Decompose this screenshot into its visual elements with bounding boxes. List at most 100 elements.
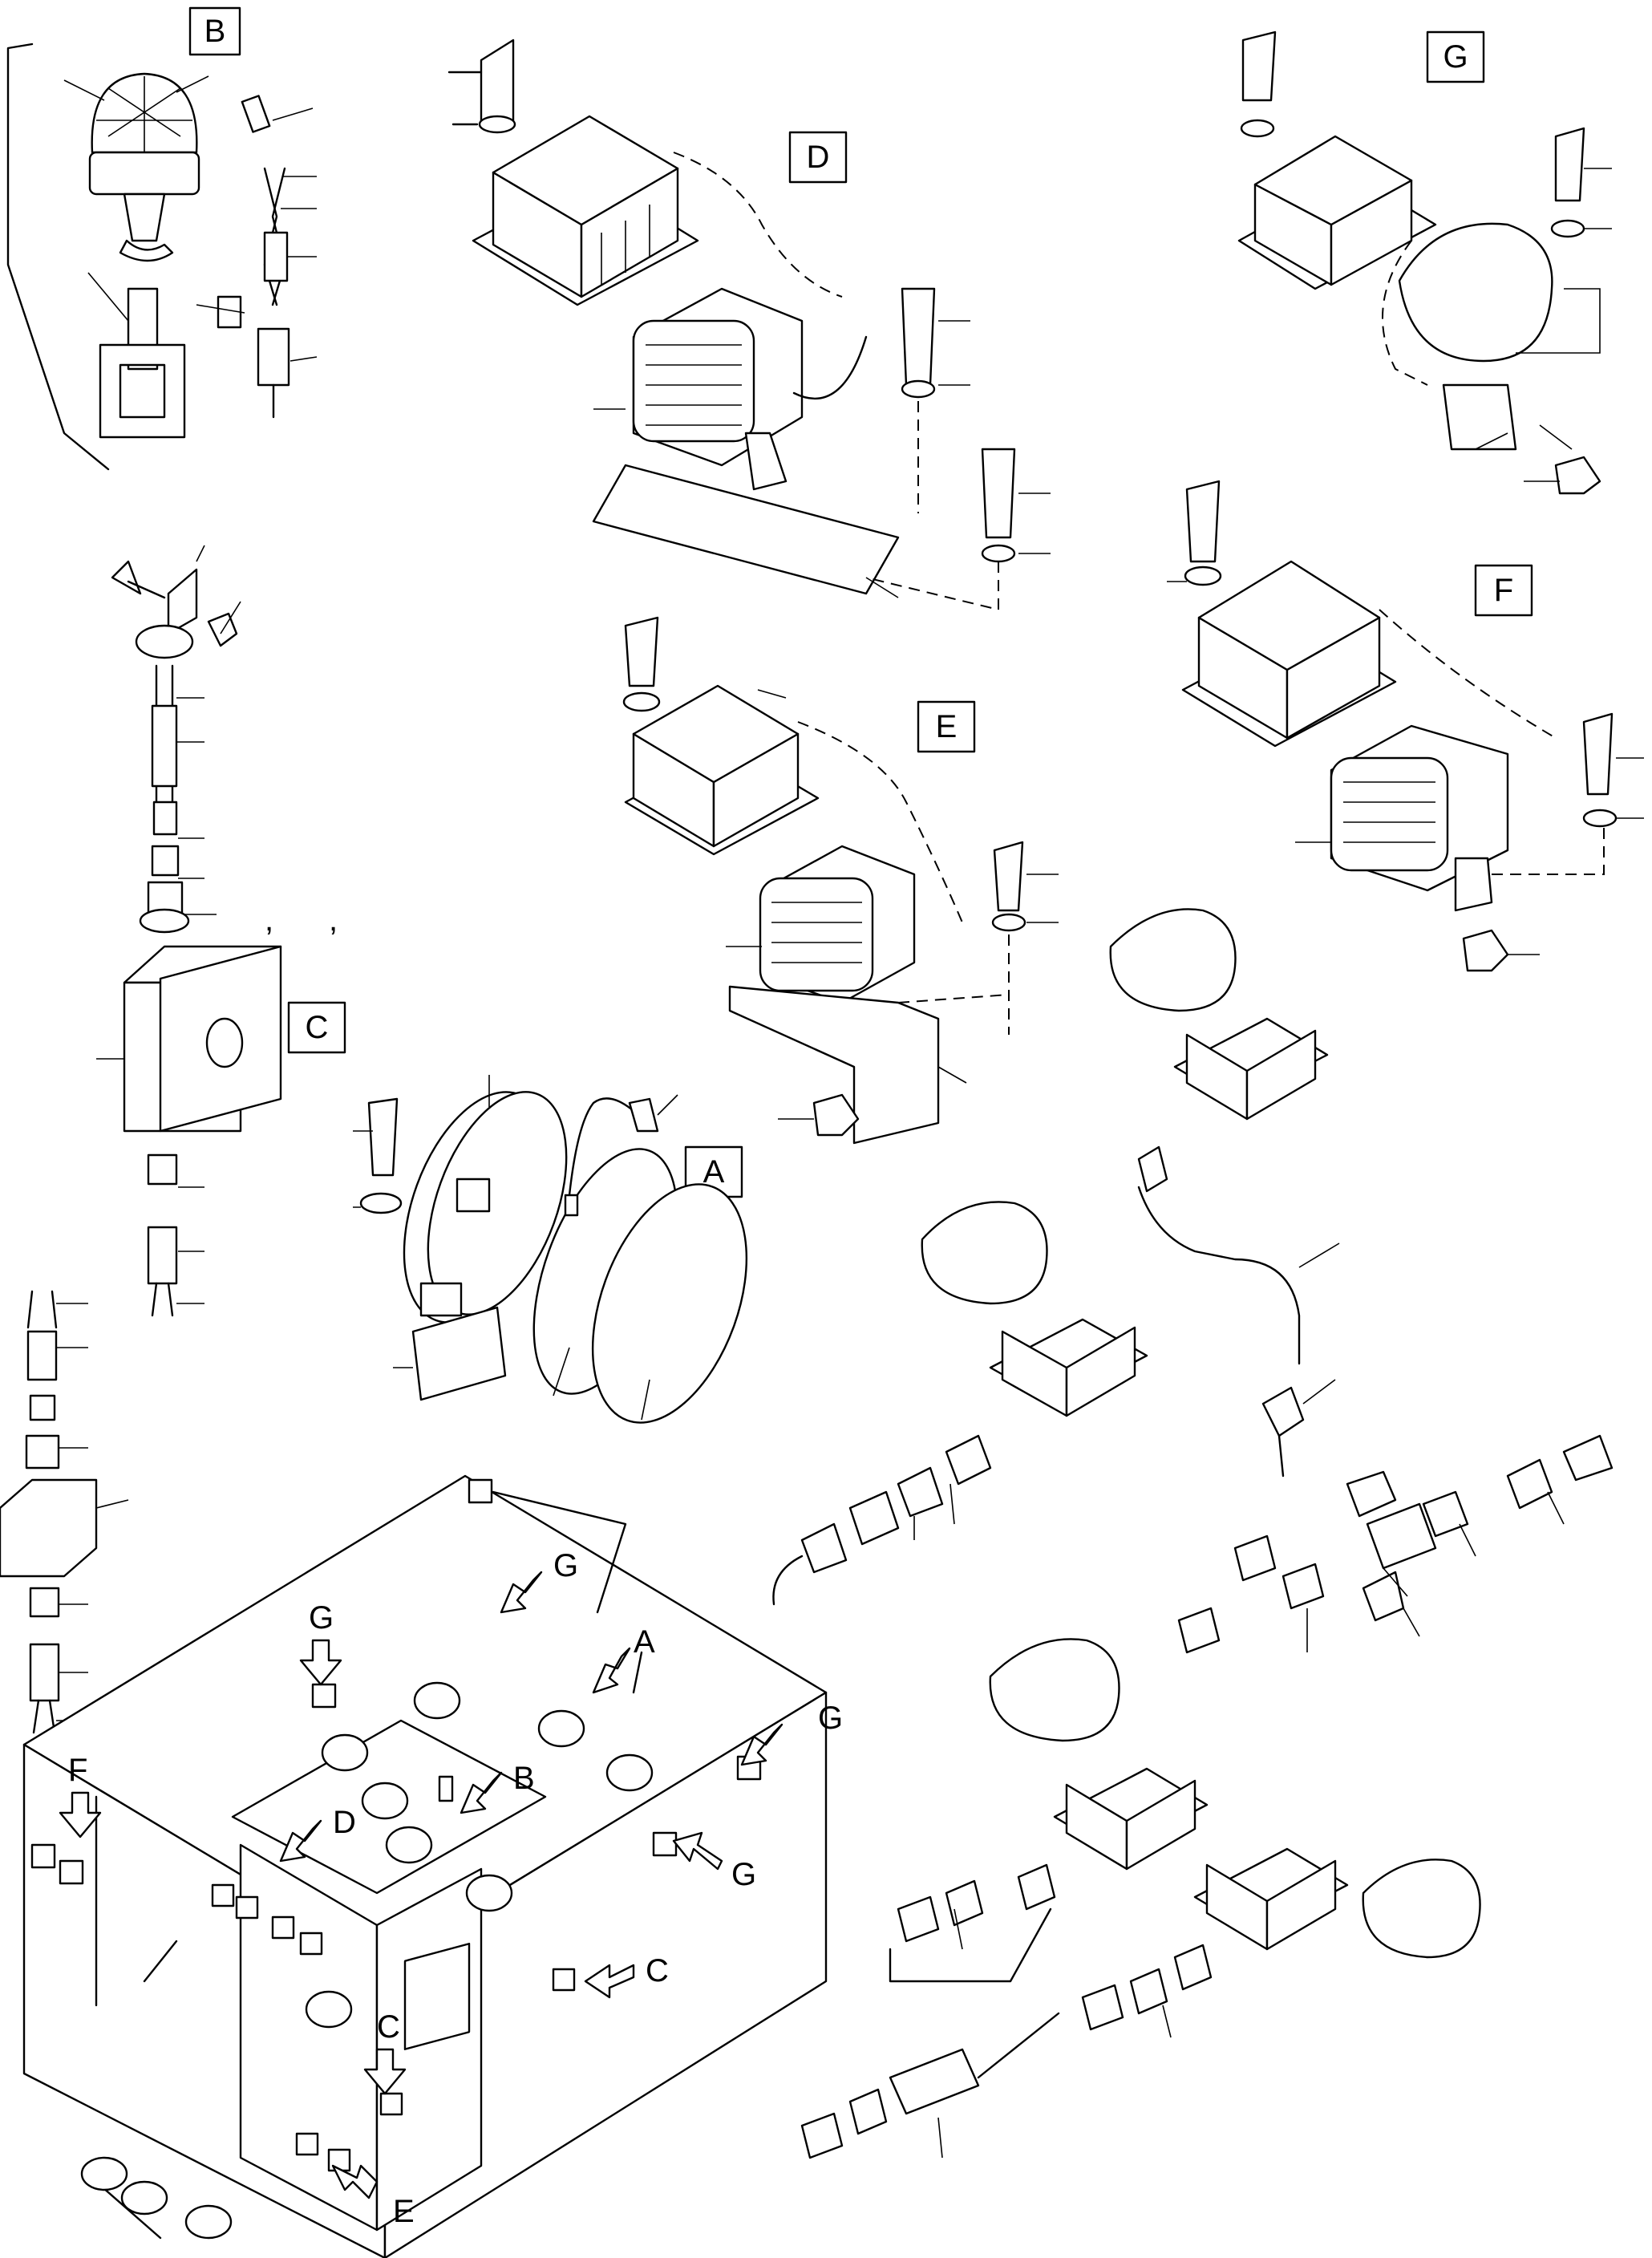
harness-socket-1 [1261,1386,1305,1437]
c2-leaders [56,1303,129,1721]
a-leaders [353,1075,678,1421]
machine-label-d: D [333,1805,356,1840]
f-wire-dashed [1379,609,1557,739]
machine-mount-c1 [552,1968,576,1992]
machine-lamp-4 [321,1733,369,1772]
harness-leaders-4 [937,1908,1172,2159]
machine-label-g4: G [731,1857,756,1892]
c2-sleeve-top [26,1330,58,1381]
e-bolt-dash [897,934,1010,1035]
harness-middle [772,1201,1614,1654]
arrow-c-right [584,1964,635,1999]
e-bolt-right [993,841,1024,912]
g-washer-left [1240,119,1275,138]
a-mount-block [411,1306,507,1401]
f-bolt-right [1582,712,1614,796]
machine-mount-g1 [468,1478,493,1504]
c-ferrule [152,801,178,836]
harness-lamp-cover-4 [1362,1859,1481,1959]
machine-lamp-3 [605,1753,654,1792]
f-bolt-left [1185,480,1221,563]
callout-b-label: B [204,14,226,49]
machine-label-f: F [68,1753,87,1788]
harness-coupler-2a [897,1466,944,1518]
callout-box-b [188,6,241,56]
harness-coupler-2b [848,1490,900,1546]
harness-relay-side-3 [1125,1779,1196,1871]
harness-coupler-4b [945,1879,984,1927]
harness-cable-2 [772,1555,804,1606]
d-relay-top [492,115,679,226]
harness-lower [800,1638,1481,2159]
harness-leaders-1 [1298,1243,1340,1405]
e-relay-top [632,684,800,784]
g-bolt-right [1554,127,1585,202]
c-gland-lower [147,1153,178,1186]
e-mount-bracket [728,985,940,1145]
machine-label-g3: G [818,1701,843,1736]
c-leaders [96,545,241,1304]
g-leaders [1475,168,1612,482]
machine-wheel-1 [80,2156,128,2191]
harness-coupler-4c [1081,1984,1124,2031]
machine-lamp-5 [361,1782,409,1820]
b-sleeve [263,231,289,282]
harness-plug-2 [945,1434,992,1486]
d-washer-right [901,379,936,399]
c-screw-head [111,560,142,595]
machine-lamp-7 [465,1874,513,1912]
arrow-g-mid [672,1831,723,1871]
group-g-worklight: G [1237,30,1612,495]
harness-cable-3 [889,1907,1060,2079]
arrow-a-leader [492,1490,643,1694]
harness-leaders-2 [913,1483,955,1540]
a-bulb [628,1097,659,1133]
f-relay-top [1197,560,1381,671]
harness-lamp-cover-3 [989,1638,1120,1742]
c-switch-knob [205,1017,244,1068]
arrow-f [59,1791,102,1838]
callout-box-e [917,700,976,753]
e-light-louvers [771,902,862,963]
group-f-worklight: F [1167,480,1644,972]
f-washer-right [1582,809,1618,828]
machine-mount-e2 [327,2148,351,2172]
group-b-leaders [63,75,209,322]
d-relay-ribs [601,205,650,285]
machine-mount-d4 [299,1932,323,1956]
harness-tee-body [1366,1502,1437,1570]
harness-splitter [889,2048,980,2115]
beacon-base [88,151,200,196]
b-leaders [196,107,318,362]
g-nut [1554,456,1601,495]
machine-mount-e1 [295,2132,319,2156]
c-screw [127,580,166,599]
harness-coupler-2c [800,1522,848,1574]
b-terminal [241,95,271,133]
a-lamp-foot [419,1282,463,1317]
harness-plug-3 [1017,1863,1056,1911]
harness-plug-1 [1137,1145,1168,1193]
d-bolt-dash-lines [865,401,999,611]
machine-label-e: E [393,2194,415,2229]
g-bolt-left [1241,30,1277,102]
d-mount-plate [592,464,900,595]
machine-mount-f2 [59,1859,84,1885]
d-bolt-left [480,39,515,122]
harness-coupler-4d [1129,1968,1168,2015]
d-bolt-far [981,448,1016,539]
c2-wires-top [26,1290,58,1329]
machine-wheel-3 [184,2204,233,2240]
a-washer [359,1192,403,1214]
arrow-a [592,1647,631,1694]
c2-ferrule [29,1394,56,1421]
d-light-louvers [646,344,742,426]
e-washer-right [991,913,1026,932]
harness-coupler-3e [1282,1563,1325,1610]
beacon-mount-socket [99,343,186,439]
machine-label-b: B [513,1761,535,1796]
a-connector [564,1194,579,1217]
e-washer-left [622,691,661,712]
beacon-neck [123,193,166,242]
f-bolt-dash [1492,826,1605,875]
